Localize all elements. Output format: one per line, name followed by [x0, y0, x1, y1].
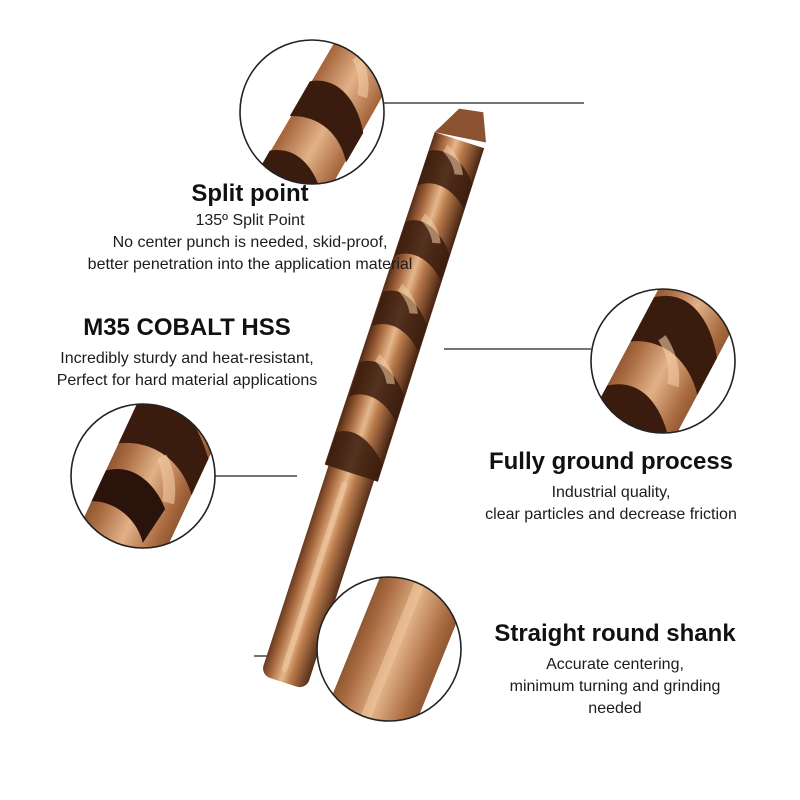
feature-description-line: 135º Split Point [195, 212, 305, 229]
feature-shank: Straight round shank Accurate centering,… [470, 620, 760, 720]
feature-description-line: Incredibly sturdy and heat-resistant, [60, 350, 314, 367]
feature-cobalt: M35 COBALT HSS Incredibly sturdy and hea… [22, 314, 352, 392]
feature-description-line: Accurate centering, [546, 656, 684, 673]
feature-title: M35 COBALT HSS [83, 314, 291, 341]
feature-title: Split point [191, 180, 309, 207]
feature-description-line: No center punch is needed, skid-proof, [112, 234, 388, 251]
drill-bit [263, 108, 487, 688]
feature-description-line: Industrial quality, [551, 484, 671, 501]
feature-title: Straight round shank [494, 620, 736, 647]
feature-title: Fully ground process [488, 448, 734, 475]
drill-tip [434, 108, 487, 143]
drill-highlights [281, 144, 463, 673]
feature-description-line: better penetration into the application … [87, 256, 413, 273]
feature-ground: Fully ground process Industrial quality,… [446, 448, 776, 526]
feature-description-line: clear particles and decrease friction [485, 506, 737, 523]
drill-flutes [325, 150, 473, 482]
feature-description-line: minimum turning and grinding [509, 678, 721, 695]
feature-description-line: needed [588, 700, 642, 717]
feature-split-point: Split point 135º Split Point No center p… [40, 180, 460, 276]
feature-description-line: Perfect for hard material applications [56, 372, 318, 389]
